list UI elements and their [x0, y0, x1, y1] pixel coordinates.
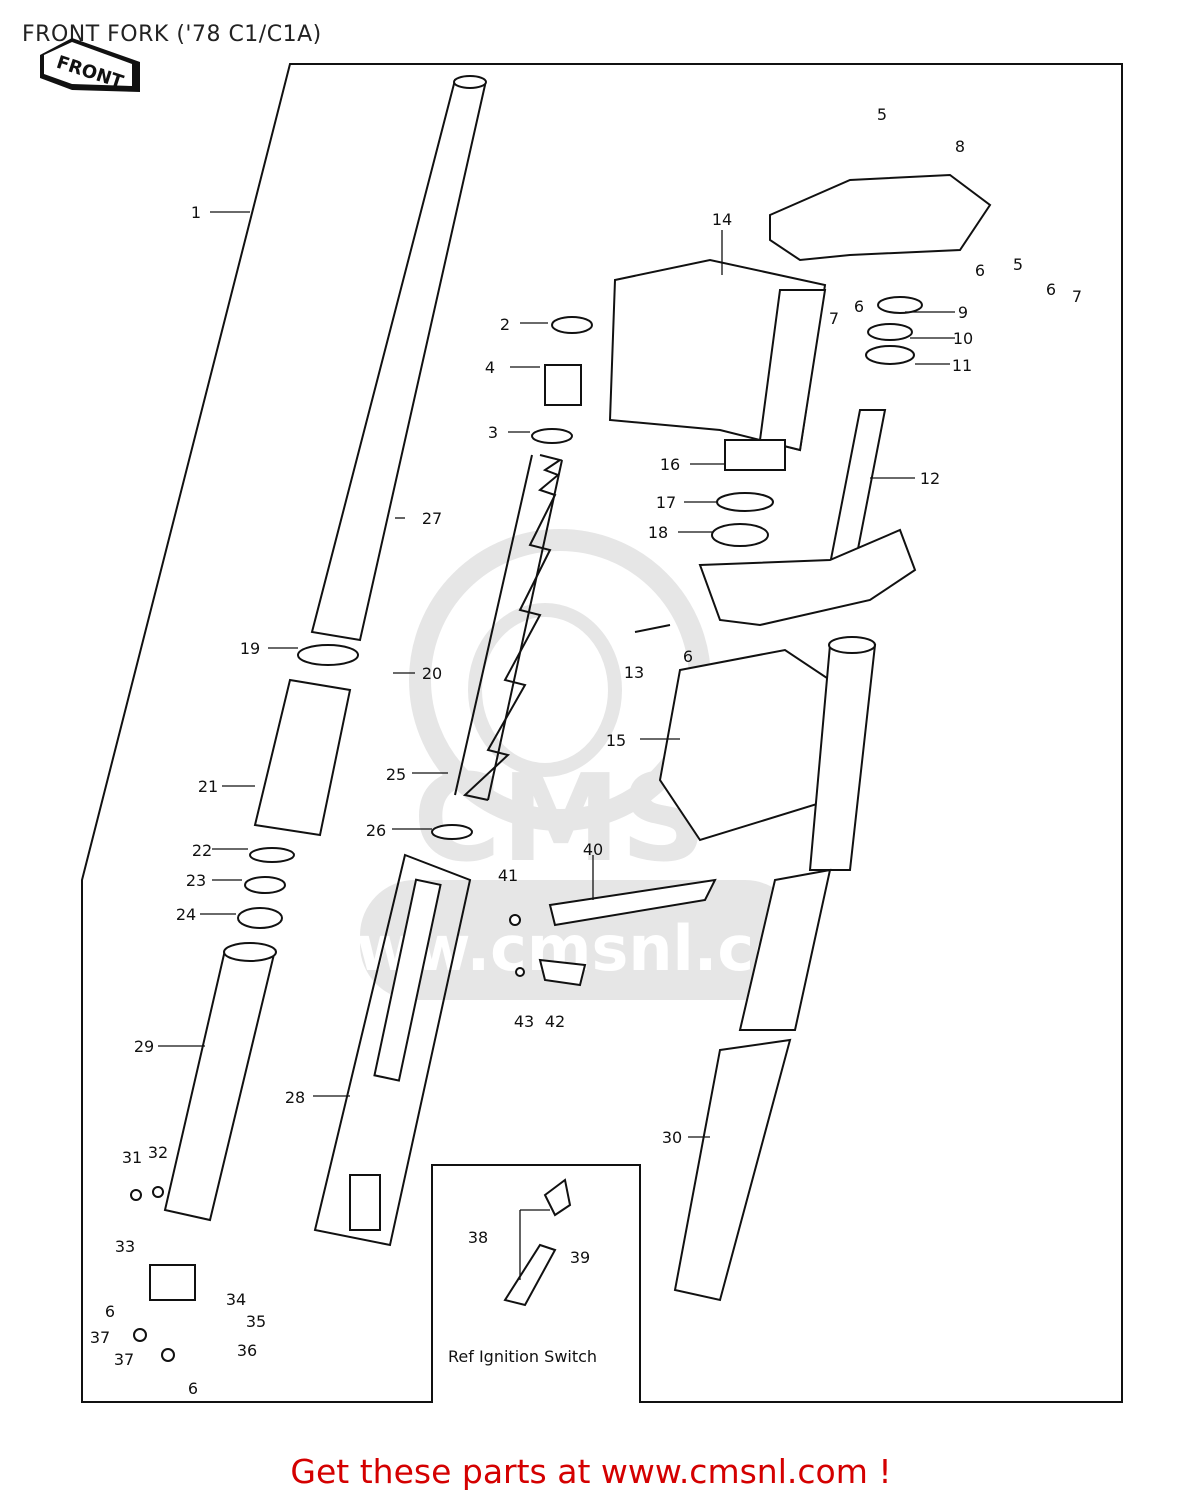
callout-35: 35 — [246, 1312, 266, 1331]
inset-caption: Ref Ignition Switch — [448, 1347, 597, 1366]
callout-37: 37 — [114, 1350, 134, 1369]
callout-4: 4 — [485, 358, 495, 377]
callout-7: 7 — [829, 309, 839, 328]
callout-25: 25 — [386, 765, 406, 784]
oring-3 — [531, 428, 573, 444]
upper-bracket — [769, 173, 992, 262]
callout-6: 6 — [105, 1302, 115, 1321]
callout-38: 38 — [468, 1228, 488, 1247]
callout-39: 39 — [570, 1248, 590, 1267]
callout-14: 14 — [712, 210, 732, 229]
bearing-18 — [711, 523, 769, 547]
callout-40: 40 — [583, 840, 603, 859]
callout-6: 6 — [188, 1379, 198, 1398]
bearing-11 — [865, 345, 915, 365]
callout-8: 8 — [955, 137, 965, 156]
fork-boot-left — [253, 678, 352, 837]
callout-7: 7 — [1072, 287, 1082, 306]
ring-22 — [249, 847, 295, 863]
callout-2: 2 — [500, 315, 510, 334]
callout-10: 10 — [953, 329, 973, 348]
callout-22: 22 — [192, 841, 212, 860]
callout-37: 37 — [90, 1328, 110, 1347]
callout-labels: 1234556666667789101112131415161718192021… — [90, 105, 1082, 1398]
callout-15: 15 — [606, 731, 626, 750]
callout-6: 6 — [854, 297, 864, 316]
callout-36: 36 — [237, 1341, 257, 1360]
callout-6: 6 — [683, 647, 693, 666]
callout-27: 27 — [422, 509, 442, 528]
nut-37a — [133, 1328, 147, 1342]
callout-11: 11 — [952, 356, 972, 375]
reflector-bracket-40 — [548, 878, 717, 927]
callout-23: 23 — [186, 871, 206, 890]
washer-23 — [244, 876, 286, 894]
washer-10 — [867, 323, 913, 341]
callout-6: 6 — [1046, 280, 1056, 299]
fork-spring — [454, 454, 563, 801]
steering-stem — [698, 409, 917, 627]
callout-28: 28 — [285, 1088, 305, 1107]
callout-42: 42 — [545, 1012, 565, 1031]
callout-5: 5 — [1013, 255, 1023, 274]
callout-30: 30 — [662, 1128, 682, 1147]
callout-29: 29 — [134, 1037, 154, 1056]
callout-12: 12 — [920, 469, 940, 488]
seat-26 — [431, 824, 473, 840]
washer-9 — [877, 296, 923, 314]
callout-33: 33 — [115, 1237, 135, 1256]
plate-42 — [538, 958, 587, 987]
leader-lines — [158, 211, 955, 1280]
right-fork-assembly — [673, 636, 877, 1302]
callout-20: 20 — [422, 664, 442, 683]
assembly-border — [81, 63, 1123, 1403]
cap-2 — [551, 316, 593, 334]
callout-21: 21 — [198, 777, 218, 796]
watermark-logo: CMS — [413, 750, 707, 889]
nut-37b — [161, 1348, 175, 1362]
callout-31: 31 — [122, 1148, 142, 1167]
callout-13: 13 — [624, 663, 644, 682]
collar-16 — [724, 439, 786, 471]
callout-41: 41 — [498, 866, 518, 885]
callout-32: 32 — [148, 1143, 168, 1162]
callout-9: 9 — [958, 303, 968, 322]
left-outer-tube — [163, 942, 277, 1222]
damper-cap — [349, 1174, 381, 1231]
washer-32 — [152, 1186, 164, 1198]
fork-inner-tube — [310, 75, 487, 642]
damper-frame — [313, 853, 472, 1247]
callout-16: 16 — [660, 455, 680, 474]
screw-43 — [515, 967, 525, 977]
footer-link-text[interactable]: Get these parts at www.cmsnl.com ! — [290, 1452, 892, 1491]
ignition-switch-inset — [503, 1178, 572, 1307]
callout-18: 18 — [648, 523, 668, 542]
axle-clamp-34 — [149, 1264, 196, 1301]
callout-19: 19 — [240, 639, 260, 658]
callout-24: 24 — [176, 905, 196, 924]
callout-17: 17 — [656, 493, 676, 512]
headlight-bracket-upper — [608, 258, 827, 452]
front-arrow-icon: FRONT — [40, 38, 140, 93]
screw-41 — [509, 914, 521, 926]
callout-26: 26 — [366, 821, 386, 840]
plug-4 — [544, 364, 582, 406]
bolt-13 — [634, 624, 671, 633]
seal-17 — [716, 492, 774, 512]
damper-rod — [373, 878, 442, 1082]
callout-1: 1 — [191, 203, 201, 222]
bolt-31 — [130, 1189, 142, 1201]
callout-34: 34 — [226, 1290, 246, 1309]
callout-43: 43 — [514, 1012, 534, 1031]
seal-24 — [237, 907, 283, 929]
callout-5: 5 — [877, 105, 887, 124]
callout-3: 3 — [488, 423, 498, 442]
callout-6: 6 — [975, 261, 985, 280]
clamp-19 — [297, 644, 359, 666]
